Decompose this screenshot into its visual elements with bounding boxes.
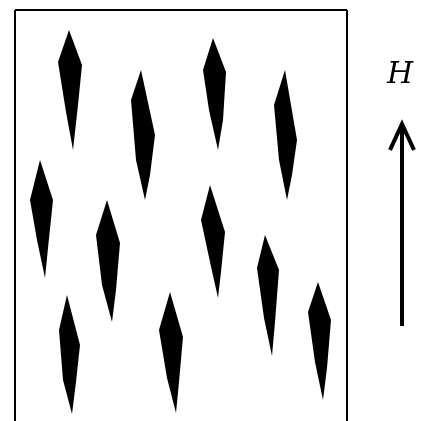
particle (257, 235, 279, 356)
particle (58, 30, 82, 150)
particle (201, 185, 225, 298)
particle (308, 282, 331, 400)
particle (59, 295, 80, 414)
particle (274, 70, 297, 200)
particles (30, 30, 331, 414)
particle (96, 200, 120, 322)
field-label: H (386, 56, 414, 91)
field-indicator: H (386, 56, 414, 326)
particle (131, 70, 155, 200)
up-arrow-icon (390, 124, 414, 326)
particle (203, 38, 226, 150)
particle (159, 292, 183, 413)
particle (30, 160, 53, 278)
